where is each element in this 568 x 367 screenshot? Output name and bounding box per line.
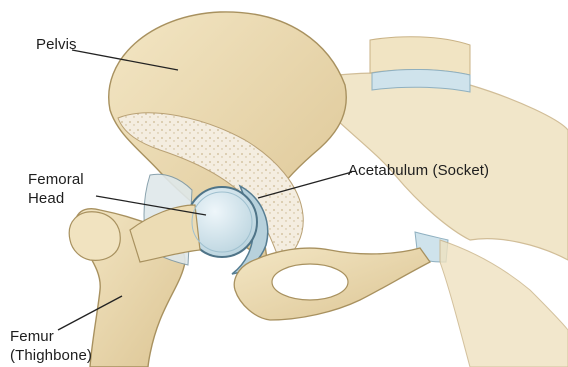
femur-label-line-2: (Thighbone) (10, 346, 92, 365)
obturator-foramen (272, 264, 348, 300)
sacral-lower-shape (440, 240, 568, 367)
pelvis-label: Pelvis (36, 35, 77, 54)
femoral-neck-shape (130, 205, 200, 262)
femoral-head-label-line-1: Femoral (28, 170, 84, 189)
femoral-head-label-line-2: Head (28, 189, 84, 208)
femur-label: Femur (Thighbone) (10, 327, 92, 365)
acetabulum-label: Acetabulum (Socket) (348, 161, 489, 180)
greater-trochanter-shape (69, 212, 120, 261)
femur-label-line-1: Femur (10, 327, 92, 346)
femoral-head-label: Femoral Head (28, 170, 84, 208)
